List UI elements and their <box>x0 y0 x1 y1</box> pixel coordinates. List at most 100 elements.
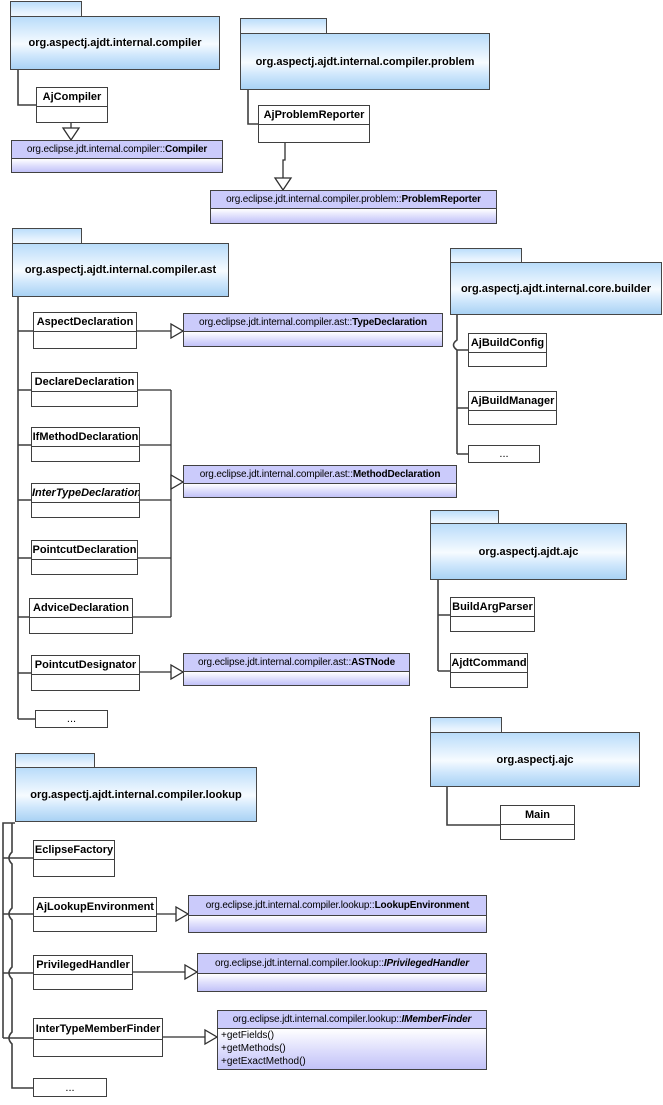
external-compiler: org.eclipse.jdt.internal.compiler::Compi… <box>11 140 223 173</box>
external-lookupenvironment: org.eclipse.jdt.internal.compiler.lookup… <box>188 895 487 933</box>
external-typedeclaration-name: org.eclipse.jdt.internal.compiler.ast::T… <box>184 314 442 332</box>
containment-compiler <box>17 68 36 106</box>
class-advicedeclaration-name: AdviceDeclaration <box>30 599 132 618</box>
gen-ajproblemreporter-problemreporter-line <box>282 143 286 178</box>
class-intertypememberfinder-name: InterTypeMemberFinder <box>34 1019 162 1040</box>
external-astnode-name: org.eclipse.jdt.internal.compiler.ast::A… <box>184 654 409 672</box>
package-ast-tab <box>12 228 82 244</box>
containment-builder-bus <box>452 313 468 455</box>
class-ajbuildconfig: AjBuildConfig <box>468 333 547 367</box>
package-ajc-tab <box>430 717 502 733</box>
class-ajbuildmanager: AjBuildManager <box>468 391 557 425</box>
class-ajproblemreporter: AjProblemReporter <box>258 105 370 143</box>
class-privilegedhandler: PrivilegedHandler <box>33 955 133 990</box>
class-declaredeclaration: DeclareDeclaration <box>31 372 138 407</box>
class-intertypedeclaration: InterTypeDeclaration <box>31 483 140 518</box>
gen-arrowhead-astnode <box>170 663 185 681</box>
external-typedeclaration-classname: TypeDeclaration <box>352 317 427 328</box>
class-builder-ellipsis: ... <box>468 445 540 463</box>
class-eclipsefactory-name: EclipseFactory <box>34 841 114 860</box>
class-ajlookupenvironment: AjLookupEnvironment <box>33 897 157 932</box>
class-ajdtcommand-attrs <box>451 673 527 687</box>
external-problemreporter-attrs <box>211 209 496 223</box>
class-ast-ellipsis: ... <box>35 710 108 728</box>
class-privilegedhandler-attrs <box>34 975 132 989</box>
package-builder-title: org.aspectj.ajdt.internal.core.builder <box>460 282 652 295</box>
containment-lookup-outer-bus <box>2 822 33 1039</box>
package-ast-title: org.aspectj.ajdt.internal.compiler.ast <box>24 264 217 276</box>
class-advicedeclaration-attrs <box>30 618 132 633</box>
package-ajc-body: org.aspectj.ajc <box>430 732 640 787</box>
package-problem-title: org.aspectj.ajdt.internal.compiler.probl… <box>255 55 475 68</box>
gen-arrowhead-methoddeclaration <box>170 473 185 491</box>
package-problem-tab <box>240 18 327 34</box>
external-astnode-prefix: org.eclipse.jdt.internal.compiler.ast:: <box>197 657 352 668</box>
package-compiler-body: org.aspectj.ajdt.internal.compiler <box>10 16 220 70</box>
method-getexactmethod: +getExactMethod() <box>221 1056 306 1067</box>
containment-ajc <box>446 785 500 826</box>
containment-lookup-inner-bus <box>8 823 33 1089</box>
class-ifmethoddeclaration-attrs <box>32 447 139 461</box>
external-methoddeclaration: org.eclipse.jdt.internal.compiler.ast::M… <box>183 465 457 498</box>
external-problemreporter-classname: ProblemReporter <box>401 194 481 205</box>
class-ajbuildmanager-attrs <box>469 411 556 424</box>
gen-arrowhead-problemreporter <box>273 177 293 192</box>
external-compiler-name: org.eclipse.jdt.internal.compiler::Compi… <box>12 141 222 159</box>
gen-arrowhead-compiler <box>61 127 81 142</box>
external-lookupenvironment-attrs <box>189 916 486 932</box>
external-imemberfinder-classname: IMemberFinder <box>401 1014 472 1025</box>
external-imemberfinder-name: org.eclipse.jdt.internal.compiler.lookup… <box>218 1011 486 1029</box>
class-ajproblemreporter-attrs <box>259 125 369 142</box>
class-ajcompiler: AjCompiler <box>36 87 108 123</box>
external-iprivilegedhandler-classname: IPrivilegedHandler <box>383 958 469 969</box>
external-iprivilegedhandler-prefix: org.eclipse.jdt.internal.compiler.lookup… <box>215 958 384 969</box>
class-ajdtcommand-name: AjdtCommand <box>451 654 527 673</box>
class-pointcutdesignator-attrs <box>32 675 139 690</box>
package-compiler-title: org.aspectj.ajdt.internal.compiler <box>28 37 202 49</box>
package-ajdt-ajc-body: org.aspectj.ajdt.ajc <box>430 523 627 580</box>
class-pointcutdesignator: PointcutDesignator <box>31 655 140 691</box>
external-iprivilegedhandler-name: org.eclipse.jdt.internal.compiler.lookup… <box>198 954 486 974</box>
package-lookup-tab <box>15 753 95 768</box>
external-methoddeclaration-classname: MethodDeclaration <box>352 469 441 480</box>
package-ajc-title: org.aspectj.ajc <box>496 753 574 766</box>
class-ast-ellipsis-label: ... <box>66 713 77 725</box>
external-iprivilegedhandler-attrs <box>198 974 486 991</box>
package-ajdt-ajc-tab <box>430 510 499 524</box>
class-ajdtcommand: AjdtCommand <box>450 653 528 688</box>
class-privilegedhandler-name: PrivilegedHandler <box>34 956 132 975</box>
external-problemreporter-prefix: org.eclipse.jdt.internal.compiler.proble… <box>226 194 402 205</box>
class-intertypedeclaration-attrs <box>32 503 139 517</box>
class-main: Main <box>500 805 575 840</box>
class-pointcutdeclaration: PointcutDeclaration <box>31 540 138 575</box>
class-buildargparser-attrs <box>451 617 534 631</box>
class-ajproblemreporter-name: AjProblemReporter <box>259 106 369 125</box>
external-problemreporter-name: org.eclipse.jdt.internal.compiler.proble… <box>211 191 496 209</box>
package-ajdt-ajc-title: org.aspectj.ajdt.ajc <box>478 545 579 558</box>
external-astnode: org.eclipse.jdt.internal.compiler.ast::A… <box>183 653 410 686</box>
external-typedeclaration: org.eclipse.jdt.internal.compiler.ast::T… <box>183 313 443 347</box>
class-eclipsefactory-attrs <box>34 860 114 876</box>
class-main-name: Main <box>501 806 574 825</box>
class-ajbuildconfig-attrs <box>469 353 546 366</box>
class-pointcutdeclaration-attrs <box>32 560 137 574</box>
class-intertypedeclaration-name: InterTypeDeclaration <box>32 484 139 503</box>
class-aspectdeclaration-attrs <box>34 332 136 348</box>
class-ajbuildconfig-name: AjBuildConfig <box>469 334 546 353</box>
external-astnode-classname: ASTNode <box>351 657 396 668</box>
method-getfields: +getFields() <box>221 1030 275 1041</box>
external-astnode-attrs <box>184 672 409 685</box>
class-ajlookupenvironment-attrs <box>34 917 156 931</box>
class-ifmethoddeclaration-name: IfMethodDeclaration <box>32 428 139 447</box>
external-lookupenvironment-name: org.eclipse.jdt.internal.compiler.lookup… <box>189 896 486 916</box>
gen-arrowhead-typedeclaration <box>170 322 185 340</box>
containment-problem <box>247 88 258 125</box>
class-aspectdeclaration: AspectDeclaration <box>33 312 137 349</box>
class-declaredeclaration-attrs <box>32 392 137 406</box>
class-pointcutdesignator-name: PointcutDesignator <box>32 656 139 675</box>
gen-arrowhead-iprivilegedhandler <box>184 963 199 981</box>
external-imemberfinder: org.eclipse.jdt.internal.compiler.lookup… <box>217 1010 487 1070</box>
class-ajcompiler-attrs <box>37 107 107 122</box>
class-buildargparser-name: BuildArgParser <box>451 598 534 617</box>
